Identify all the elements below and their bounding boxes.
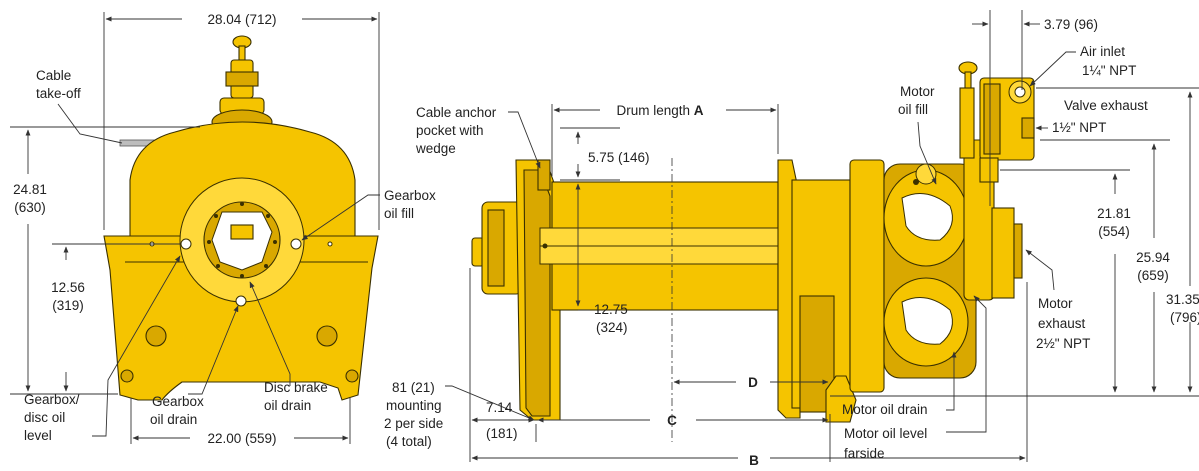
flange-offset-label: 5.75 (146) <box>588 150 650 165</box>
gearbox-oil-fill-label-1: Gearbox <box>384 188 436 203</box>
disc-brake-drain-label-1: Disc brake <box>264 380 328 395</box>
dim-c-label: C <box>667 413 677 428</box>
mounting-label-4: (4 total) <box>386 434 432 449</box>
drum-length-label: Drum length A <box>616 103 703 118</box>
motor-oil-fill-label-2: oil fill <box>898 102 928 117</box>
height-12-label-2: (319) <box>52 298 84 313</box>
height-25-label-2: (659) <box>1137 268 1169 283</box>
motor-exhaust-label-1: Motor <box>1038 296 1073 311</box>
height-24-label-2: (630) <box>14 200 46 215</box>
gearbox-oil-drain-label-2: oil drain <box>150 412 197 427</box>
cable-anchor-label-3: wedge <box>415 141 456 156</box>
dim-d-label: D <box>748 375 758 390</box>
height-24-label-1: 24.81 <box>13 182 47 197</box>
cable-anchor-label-2: pocket with <box>416 123 484 138</box>
height-21-label-2: (554) <box>1098 224 1130 239</box>
mounting-label-2: mounting <box>386 398 442 413</box>
disc-oil-level-label-3: level <box>24 428 52 443</box>
valve-width-label: 3.79 (96) <box>1044 17 1098 32</box>
cable-takeoff-label-2: take-off <box>36 86 81 101</box>
front-view-dimensions: 28.04 (712) Cable take-off 24.81 (630) 1… <box>10 12 436 446</box>
air-inlet-label-1: Air inlet <box>1080 44 1125 59</box>
cable-takeoff-label-1: Cable <box>36 68 71 83</box>
side-view-dimensions: Cable anchor pocket with wedge Drum leng… <box>384 10 1199 468</box>
base-width-label: 22.00 (559) <box>207 431 276 446</box>
drum-height-label-1: 12.75 <box>594 302 628 317</box>
motor-exhaust-label-3: 2½" NPT <box>1036 336 1090 351</box>
disc-oil-level-label-2: disc oil <box>24 410 65 425</box>
left-offset-label-2: (181) <box>486 426 518 441</box>
height-12-label-1: 12.56 <box>51 280 85 295</box>
motor-oil-level-label-1: Motor oil level <box>844 426 927 441</box>
mounting-label-1: 81 (21) <box>392 380 435 395</box>
air-inlet-label-2: 1¼" NPT <box>1082 63 1136 78</box>
motor-oil-drain-label: Motor oil drain <box>842 402 928 417</box>
motor-exhaust-label-2: exhaust <box>1038 316 1086 331</box>
overall-width-label: 28.04 (712) <box>207 12 276 27</box>
mounting-label-3: 2 per side <box>384 416 443 431</box>
motor-oil-level-label-2: farside <box>844 446 885 461</box>
side-view-winch <box>471 61 1035 423</box>
left-offset-label-1: 7.14 <box>486 400 513 415</box>
drum-height-label-2: (324) <box>596 320 628 335</box>
valve-exhaust-label-1: Valve exhaust <box>1064 98 1148 113</box>
gearbox-oil-fill-label-2: oil fill <box>384 206 414 221</box>
disc-oil-level-label-1: Gearbox/ <box>24 392 80 407</box>
motor-oil-fill-label-1: Motor <box>900 84 935 99</box>
dim-b-label: B <box>749 453 759 466</box>
disc-brake-drain-label-2: oil drain <box>264 398 311 413</box>
height-31-label-1: 31.35 <box>1166 292 1199 307</box>
height-25-label-1: 25.94 <box>1136 250 1170 265</box>
cable-anchor-label-1: Cable anchor <box>416 105 497 120</box>
height-31-label-2: (796) <box>1170 310 1199 325</box>
drum-length-text: Drum length <box>616 103 693 118</box>
gearbox-oil-drain-label-1: Gearbox <box>152 394 204 409</box>
height-21-label-1: 21.81 <box>1097 206 1131 221</box>
drum-length-letter: A <box>694 103 704 118</box>
valve-exhaust-label-2: 1½" NPT <box>1052 120 1106 135</box>
front-view-winch <box>103 35 379 401</box>
